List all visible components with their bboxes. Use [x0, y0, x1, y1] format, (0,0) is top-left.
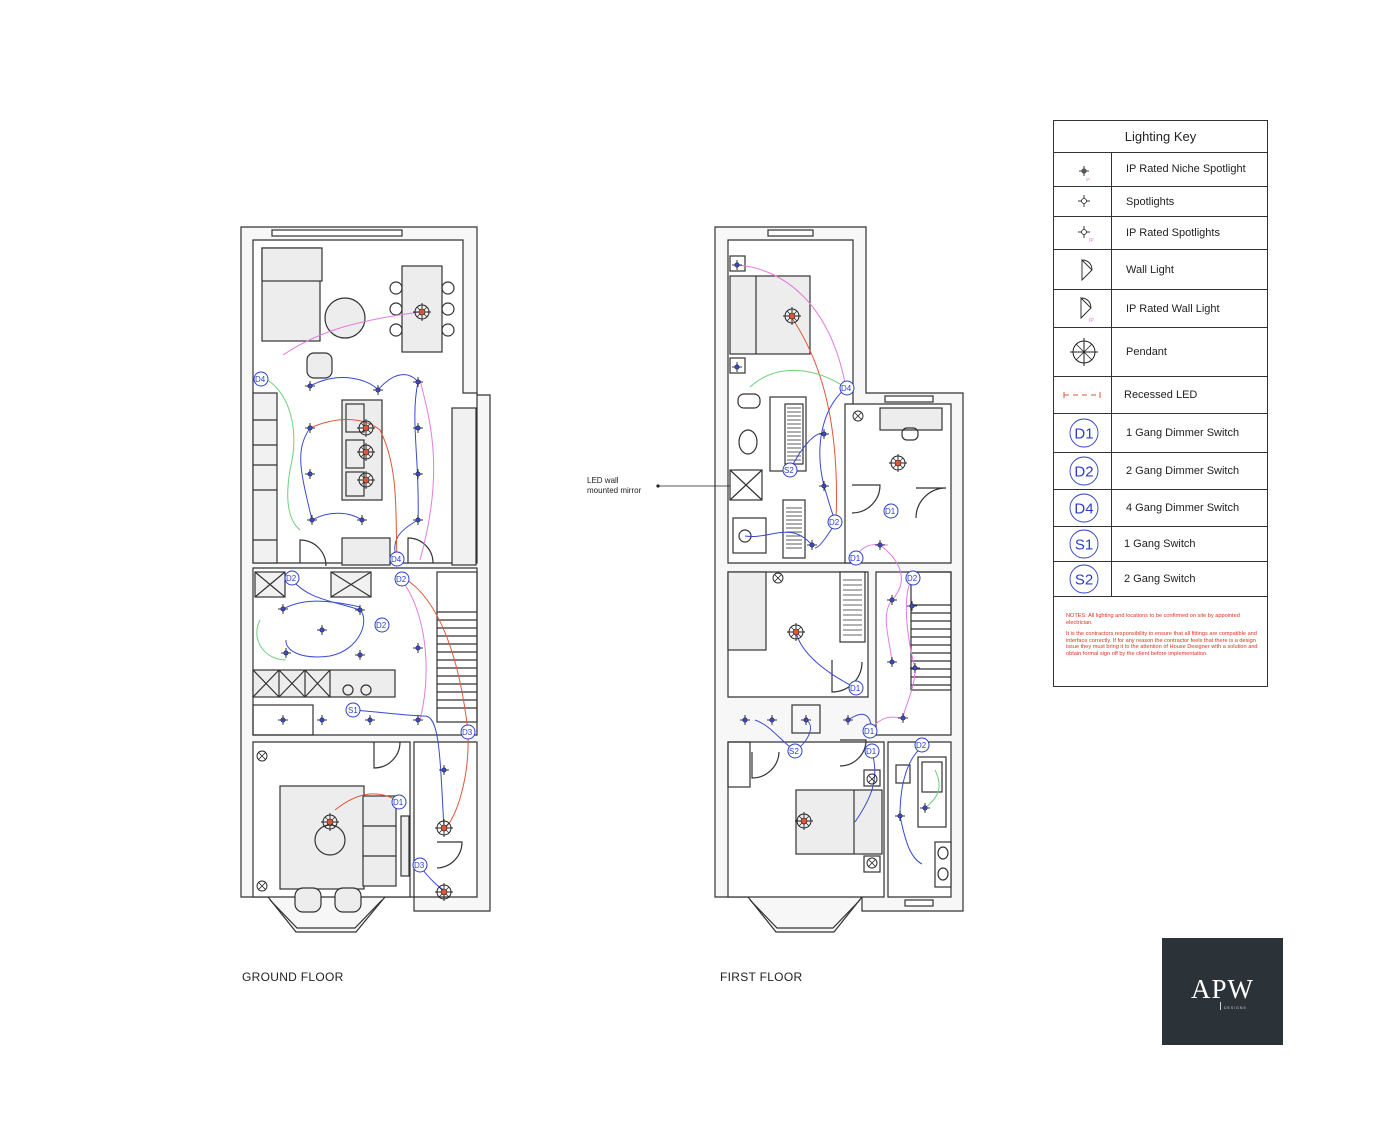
apw-logo: APW DESIGNS — [1162, 938, 1283, 1045]
svg-text:IP: IP — [1086, 177, 1090, 182]
svg-text:D2: D2 — [829, 518, 840, 527]
key-row-d4: D4 4 Gang Dimmer Switch — [1054, 490, 1267, 527]
svg-text:D1: D1 — [850, 554, 861, 563]
ip-wall-light-icon: IP — [1080, 296, 1094, 324]
svg-text:D1: D1 — [850, 684, 861, 693]
mirror-annotation-line-1: LED wall — [587, 476, 619, 485]
first-floor-plan — [656, 226, 964, 933]
key-label: 2 Gang Switch — [1124, 573, 1196, 585]
key-label: Wall Light — [1126, 263, 1174, 276]
key-row-spotlights: Spotlights — [1054, 187, 1267, 217]
ground-floor-switches: D4 D2 D2 D2 D4 S1 D3 D1 D3 — [253, 371, 476, 873]
key-label: Pendant — [1126, 346, 1167, 358]
s2-switch-icon: S2 — [1069, 564, 1099, 594]
key-label: 4 Gang Dimmer Switch — [1126, 502, 1240, 514]
s1-switch-icon: S1 — [1069, 529, 1099, 559]
key-notes-1: NOTES: All lighting and locations to be … — [1066, 613, 1240, 626]
svg-text:D4: D4 — [841, 384, 852, 393]
svg-text:IP: IP — [1089, 318, 1094, 324]
ground-floor-label: GROUND FLOOR — [242, 970, 344, 984]
d4-switch-icon: D4 — [1069, 493, 1099, 523]
svg-text:D1: D1 — [393, 798, 404, 807]
svg-text:D1: D1 — [866, 747, 877, 756]
spotlight-icon — [1078, 195, 1090, 207]
key-row-s1: S1 1 Gang Switch — [1054, 527, 1267, 562]
svg-text:D4: D4 — [1074, 501, 1093, 518]
key-notes: NOTES: All lighting and locations to be … — [1066, 613, 1258, 663]
svg-text:D1: D1 — [1074, 426, 1093, 443]
key-row-ip-wall-light: IP IP Rated Wall Light — [1054, 290, 1267, 328]
ip-spotlight-icon: IP — [1078, 226, 1094, 244]
key-label: 1 Gang Dimmer Switch — [1126, 427, 1240, 439]
svg-text:S2: S2 — [784, 466, 794, 475]
svg-text:S2: S2 — [1075, 572, 1093, 589]
wall-light-icon — [1081, 258, 1093, 282]
lighting-key: Lighting Key IP IP Rated Niche Spotlight… — [1053, 120, 1268, 687]
svg-text:D2: D2 — [396, 575, 407, 584]
key-row-recessed-led: Recessed LED — [1054, 377, 1267, 414]
logo-subtitle: DESIGNS — [1224, 1006, 1247, 1010]
d1-switch-icon: D1 — [1069, 418, 1099, 448]
key-label: 2 Gang Dimmer Switch — [1126, 465, 1240, 477]
svg-text:D4: D4 — [391, 555, 402, 564]
mirror-annotation-line-2: mounted mirror — [587, 486, 642, 495]
key-row-d2: D2 2 Gang Dimmer Switch — [1054, 453, 1267, 490]
logo-divider — [1220, 1002, 1221, 1010]
svg-text:D2: D2 — [1074, 464, 1093, 481]
ip-niche-spotlight-icon: IP — [1079, 166, 1090, 182]
svg-text:D2: D2 — [916, 741, 927, 750]
svg-text:D1: D1 — [864, 727, 875, 736]
svg-text:S1: S1 — [348, 706, 358, 715]
d2-switch-icon: D2 — [1069, 456, 1099, 486]
floor-plans: D4 D2 D2 D2 D4 S1 D3 D1 D3 — [240, 226, 964, 933]
svg-text:D2: D2 — [907, 574, 918, 583]
key-row-s2: S2 2 Gang Switch — [1054, 562, 1267, 597]
pendant-icon — [1070, 338, 1098, 366]
key-row-pendant: Pendant — [1054, 328, 1267, 377]
key-row-wall-light: Wall Light — [1054, 250, 1267, 290]
svg-text:D2: D2 — [376, 621, 387, 630]
key-label: IP Rated Niche Spotlight — [1126, 163, 1246, 175]
lighting-key-title: Lighting Key — [1054, 121, 1267, 153]
key-label: IP Rated Spotlights — [1126, 227, 1220, 239]
ground-floor-plan — [240, 226, 491, 933]
key-label: Recessed LED — [1124, 389, 1198, 401]
svg-text:D2: D2 — [286, 574, 297, 583]
svg-text:IP: IP — [1089, 238, 1094, 244]
key-row-ip-spotlights: IP IP Rated Spotlights — [1054, 217, 1267, 250]
svg-text:S1: S1 — [1075, 537, 1093, 554]
mirror-annotation: LED wall mounted mirror — [587, 476, 641, 496]
key-row-d1: D1 1 Gang Dimmer Switch — [1054, 414, 1267, 453]
svg-text:D1: D1 — [885, 507, 896, 516]
key-row-ip-niche-spotlight: IP IP Rated Niche Spotlight — [1054, 152, 1267, 187]
key-label: 1 Gang Switch — [1124, 538, 1196, 550]
svg-text:D3: D3 — [462, 728, 473, 737]
svg-text:D3: D3 — [414, 861, 425, 870]
svg-text:D4: D4 — [255, 375, 266, 384]
key-label: IP Rated Wall Light — [1126, 302, 1220, 315]
first-floor-switches: D4 S2 D2 D1 D1 D2 D1 D1 D1 S2 D2 — [782, 380, 930, 759]
key-label: Spotlights — [1126, 195, 1175, 208]
key-notes-2: It is the contractors responsibility to … — [1066, 631, 1258, 657]
first-floor-label: FIRST FLOOR — [720, 970, 803, 984]
recessed-led-icon — [1063, 392, 1101, 398]
logo-wordmark: APW — [1191, 974, 1254, 1004]
svg-text:S2: S2 — [789, 747, 799, 756]
